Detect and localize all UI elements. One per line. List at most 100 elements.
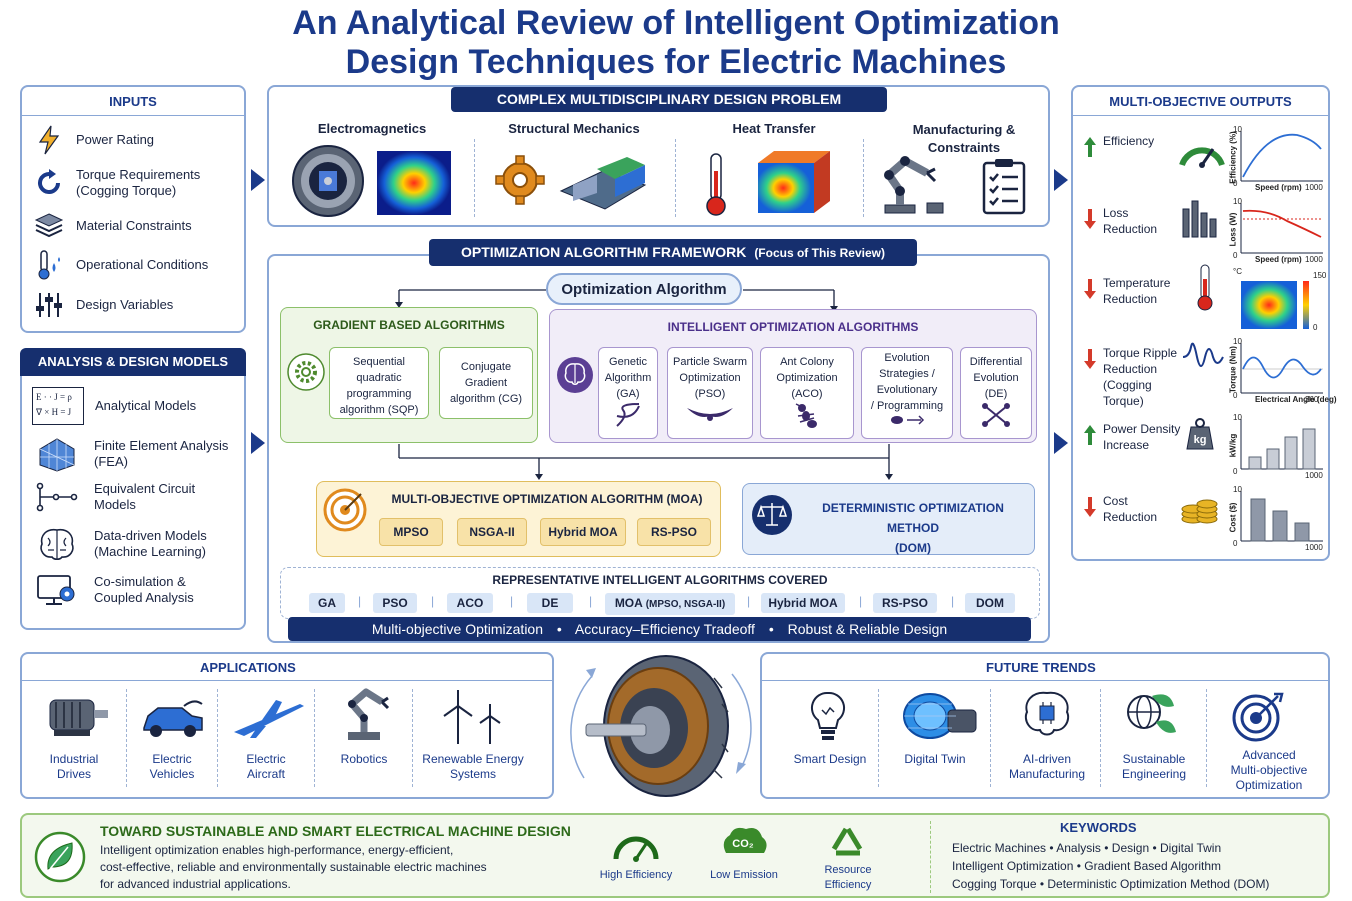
inputs-panel: INPUTS Power Rating Torque Requirements(…: [20, 85, 246, 333]
chart-max-label: 1000: [1305, 543, 1323, 552]
covered-chip-de: DE: [527, 593, 573, 613]
evolution-icon: [891, 415, 925, 425]
title-line-2: Design Techniques for Electric Machines: [345, 43, 1007, 81]
covered-chip-hybrid: Hybrid MOA: [761, 593, 845, 613]
chart-min-label: 0: [1313, 323, 1318, 332]
chart-ytop-label: °C: [1233, 267, 1242, 276]
wind-turbine-icon: [443, 690, 501, 744]
moa-chip-nsga2: NSGA-II: [457, 518, 527, 546]
domain-manufacturing: Manufacturing &Constraints: [912, 122, 1016, 155]
trend-smart-design: Smart Design: [793, 752, 867, 766]
robotics-arm-icon: [348, 688, 390, 740]
covered-chip-dom: DOM: [965, 593, 1015, 613]
intelligent-title: INTELLIGENT OPTIMIZATION ALGORITHMS: [667, 320, 919, 334]
motor-cross-section-icon: [292, 145, 364, 217]
framework-banner: Multi-objective Optimization • Accuracy–…: [288, 617, 1031, 641]
electric-car-icon: [143, 700, 203, 737]
recycle-icon: [831, 827, 863, 856]
brain-purple-icon: [557, 357, 593, 393]
alg-aco: Ant Colony Optimization (ACO): [760, 347, 854, 439]
trend-digital-twin: Digital Twin: [904, 752, 966, 766]
thermometer-red-icon: [706, 153, 726, 216]
chart-ytop-label: 10: [1233, 125, 1242, 134]
gradient-algorithms-box: GRADIENT BASED ALGORITHMS Sequential qua…: [280, 307, 538, 443]
bar-loss-icon: [1182, 200, 1217, 238]
intelligent-algorithms-box: INTELLIGENT OPTIMIZATION ALGORITHMS Gene…: [549, 309, 1037, 443]
em-field-map-icon: [377, 151, 451, 215]
up-arrow-icon: [1084, 137, 1096, 157]
framework-panel: OPTIMIZATION ALGORITHM FRAMEWORK (Focus …: [267, 239, 1050, 643]
optimization-algorithm-root: Optimization Algorithm: [546, 273, 742, 305]
input-item-torque: Torque Requirements(Cogging Torque): [34, 167, 200, 199]
covered-chip-rspso: RS-PSO: [873, 593, 937, 613]
lightbulb-icon: [810, 691, 846, 740]
models-panel: ANALYSIS & DESIGN MODELS E · · J = ρ∇ × …: [20, 348, 246, 630]
app-robotics: Robotics: [340, 752, 388, 766]
gauge-icon: [613, 836, 659, 862]
covered-chip-pso: PSO: [373, 593, 417, 613]
input-item-variables: Design Variables: [34, 290, 173, 320]
problem-panel: COMPLEX MULTIDISCIPLINARY DESIGN PROBLEM…: [267, 85, 1050, 227]
sliders-icon: [34, 290, 64, 320]
chart-ylabel: Loss (W): [1228, 212, 1238, 247]
chart-xlabel: Speed (rpm): [1255, 255, 1302, 264]
input-item-material: Material Constraints: [34, 211, 192, 241]
arrow-models-to-framework: [251, 432, 265, 454]
gear-icon: [495, 155, 545, 205]
footer-title: TOWARD SUSTAINABLE AND SMART ELECTRICAL …: [100, 823, 571, 839]
chart-max-label: 1000: [1305, 471, 1323, 480]
rotate-icon: [34, 168, 64, 198]
output-label: Efficiency: [1103, 134, 1155, 148]
layers-icon: [34, 211, 64, 241]
mesh-icon: [36, 435, 78, 473]
crossover-icon: [982, 403, 1010, 427]
page-title: An Analytical Review of Intelligent Opti…: [0, 4, 1352, 82]
chart-zero-label: 0: [1233, 251, 1238, 260]
heat-cube-icon: [758, 151, 830, 213]
target-icon: [323, 488, 367, 532]
keywords-list: Electric Machines • Analysis • Design • …: [952, 841, 1270, 891]
central-motor-illustration: [570, 655, 752, 797]
thermometer-icon: [34, 250, 64, 280]
domain-structural: Structural Mechanics: [508, 121, 640, 136]
ai-brain-chip-icon: [1024, 691, 1070, 736]
badge-low-emission: Low Emission: [710, 869, 778, 881]
models-header: ANALYSIS & DESIGN MODELS: [20, 348, 246, 376]
lightning-icon: [34, 125, 64, 155]
chart-ylabel: Efficiency (%): [1228, 131, 1238, 184]
moa-chip-mpso: MPSO: [379, 518, 443, 546]
circuit-icon: [36, 482, 78, 512]
svg-text:kg: kg: [1194, 434, 1207, 446]
arrow-inputs-to-problem: [251, 169, 265, 191]
covered-title: REPRESENTATIVE INTELLIGENT ALGORITHMS CO…: [492, 573, 828, 587]
arrow-problem-to-outputs: [1054, 169, 1068, 191]
scales-icon: [752, 495, 792, 535]
brain-icon: [36, 526, 78, 562]
structural-model-icon: [559, 157, 647, 210]
chart-max-label: 1000: [1305, 255, 1323, 264]
aircraft-icon: [234, 700, 304, 738]
badge-high-efficiency: High Efficiency: [599, 869, 673, 881]
domain-electromagnetics: Electromagnetics: [317, 121, 427, 136]
outputs-header: MULTI-OBJECTIVE OUTPUTS: [1109, 94, 1292, 109]
digital-twin-icon: [903, 693, 977, 739]
chart-max-label: 1000: [1305, 183, 1323, 192]
equations-icon: E · · J = ρ∇ × H = J: [32, 387, 84, 425]
